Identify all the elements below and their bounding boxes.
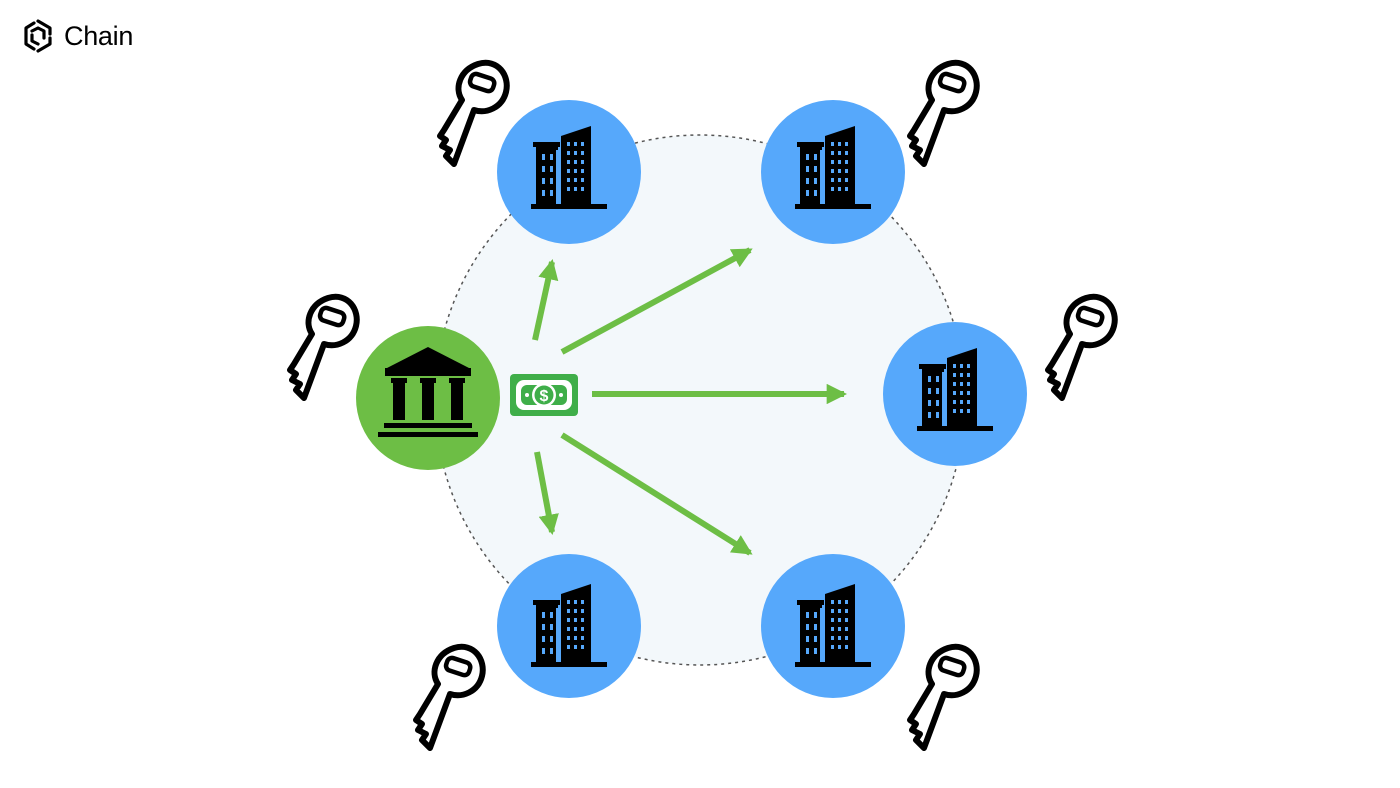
- key-icon: [290, 297, 357, 398]
- arrow-to-top-left: [532, 259, 559, 341]
- participant-node-top-right: [761, 100, 905, 244]
- participant-node-top-left: [497, 100, 641, 244]
- key-icon: [416, 647, 483, 748]
- key-icon: [910, 647, 977, 748]
- participant-node-bottom-left: [497, 554, 641, 698]
- dollar-bill-icon: $: [510, 374, 578, 416]
- bank-icon: [378, 347, 478, 437]
- key-icon: [1048, 297, 1115, 398]
- brand-logo: Chain: [20, 18, 133, 54]
- participant-node-bottom-right: [761, 554, 905, 698]
- arrow-to-bottom-left: [534, 451, 559, 536]
- svg-text:$: $: [540, 388, 549, 405]
- transfer-arrows: [532, 247, 848, 556]
- chain-hexagon-logo-icon: [24, 19, 52, 53]
- arrow-to-bottom-right: [560, 432, 753, 556]
- arrow-to-top-right: [560, 247, 753, 355]
- bank-node: [356, 326, 500, 470]
- participant-node-right: [883, 322, 1027, 466]
- brand-name: Chain: [64, 20, 134, 51]
- key-icon: [910, 63, 977, 164]
- key-icon: [440, 63, 507, 164]
